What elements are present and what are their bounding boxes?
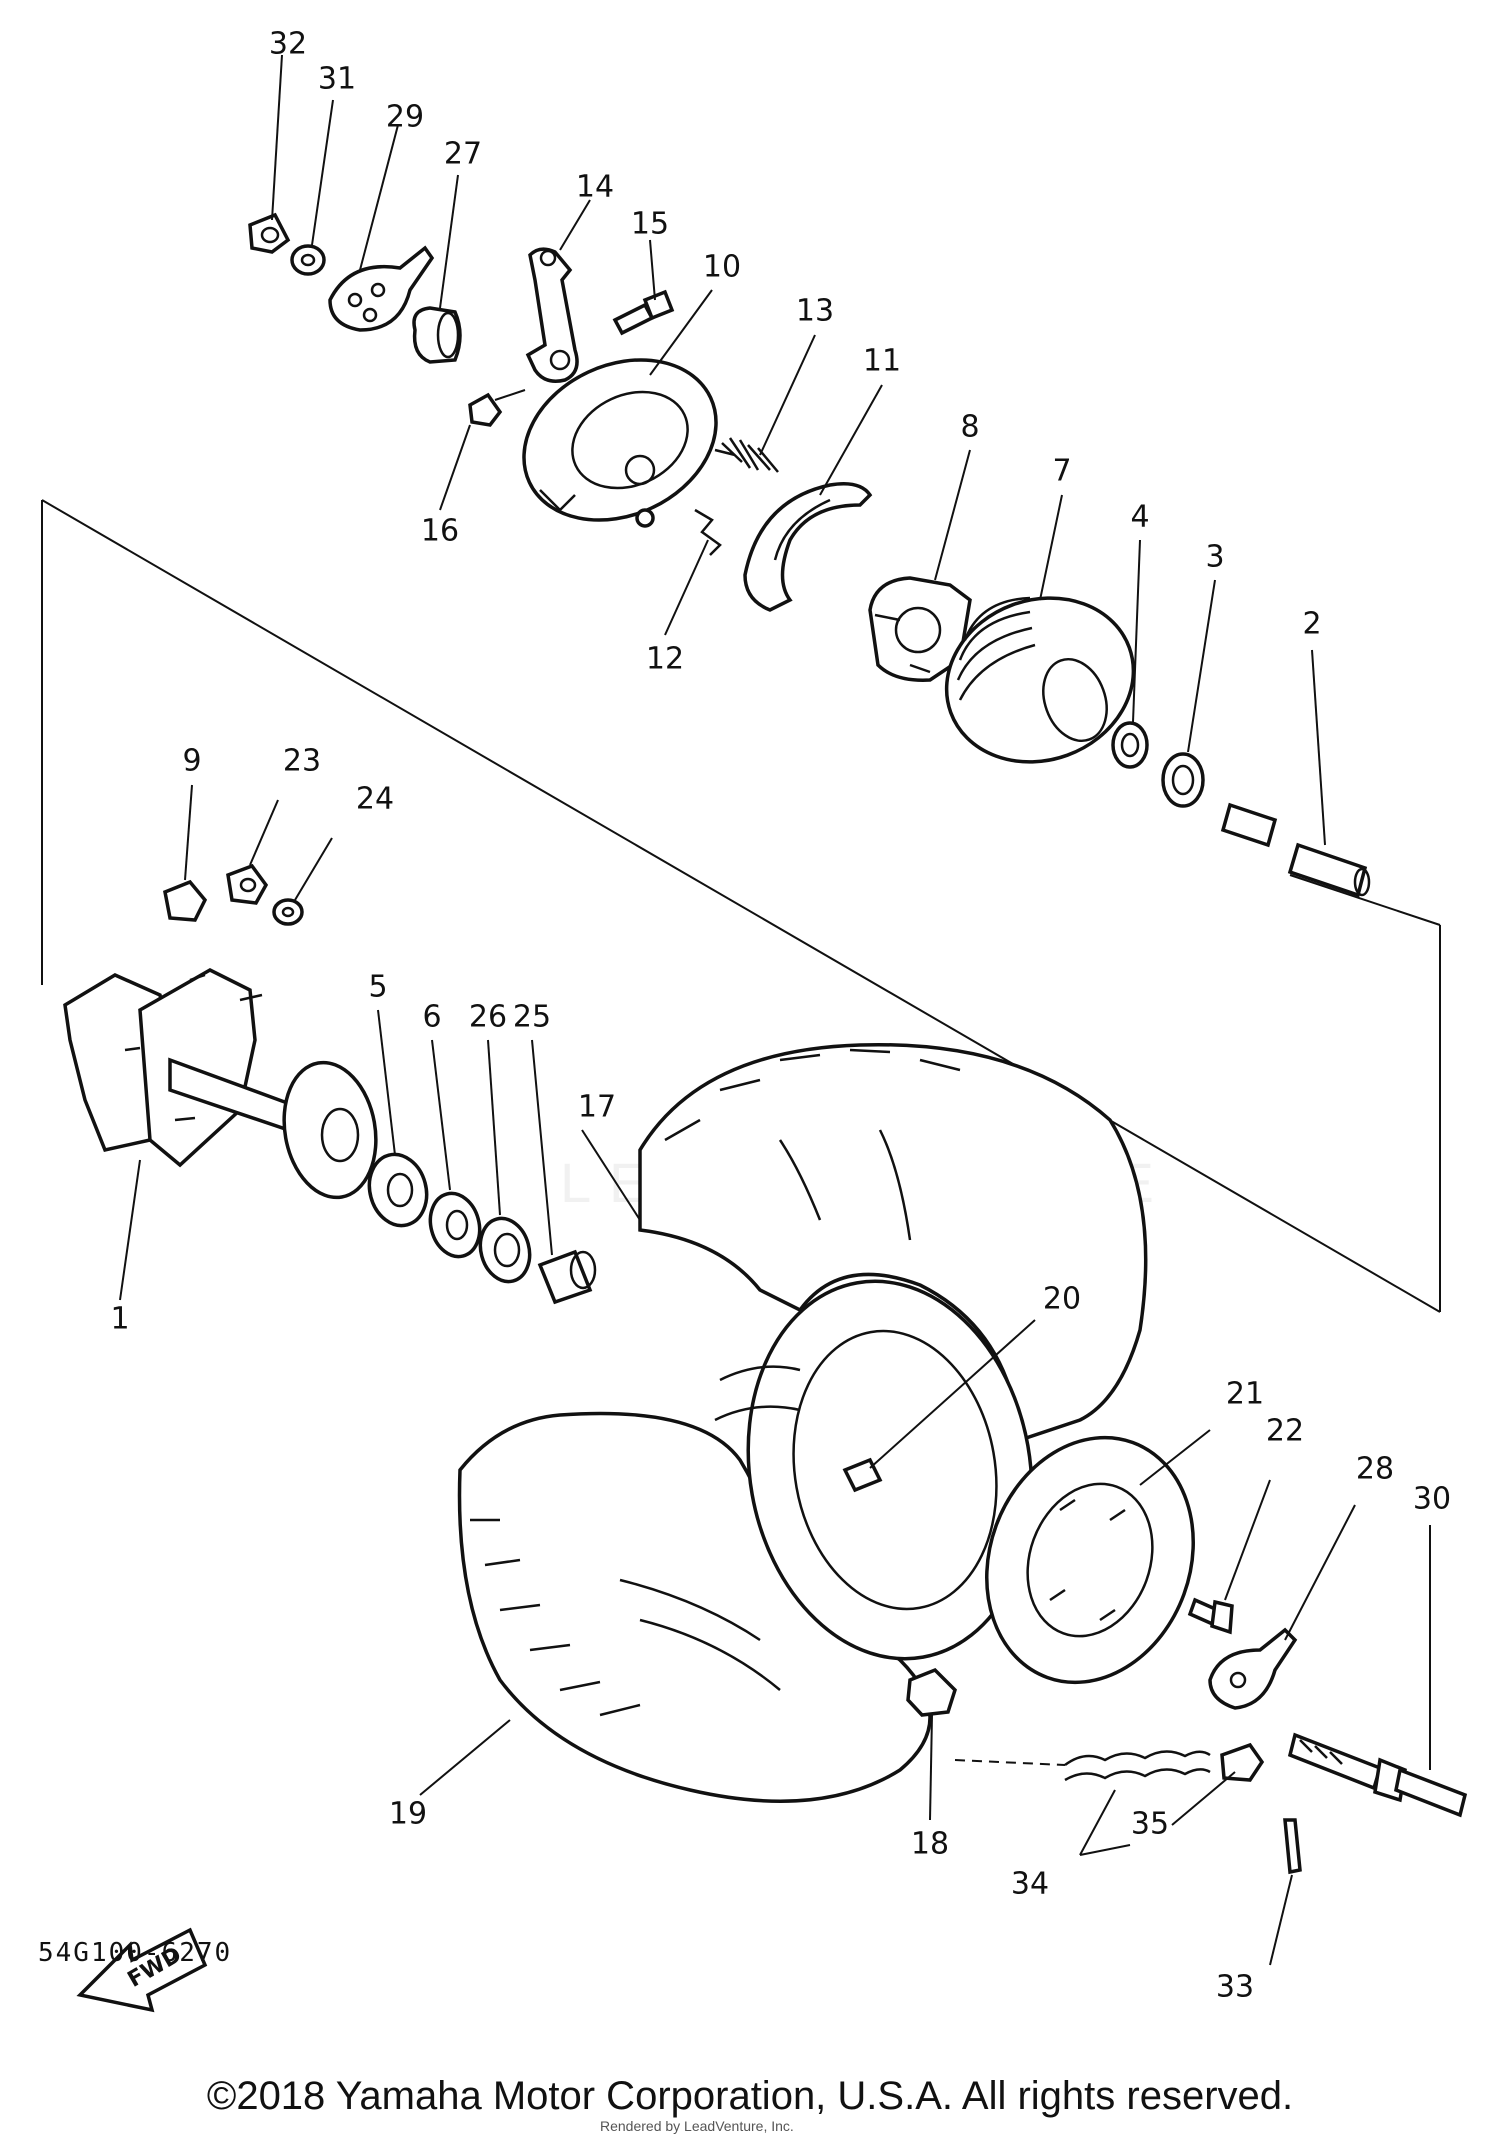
part-5-bearing bbox=[367, 1152, 429, 1228]
callout-3: 3 bbox=[1205, 540, 1224, 575]
part-14-brake-lever bbox=[525, 247, 579, 383]
part-9-nut bbox=[163, 879, 208, 922]
callout-7: 7 bbox=[1052, 454, 1071, 489]
part-6-oil-seal bbox=[428, 1191, 482, 1259]
callout-34: 34 bbox=[1011, 1867, 1049, 1902]
callout-10: 10 bbox=[703, 250, 741, 285]
part-2-spacer bbox=[1220, 802, 1371, 898]
part-18-nut bbox=[906, 1667, 957, 1717]
callout-17: 17 bbox=[578, 1090, 616, 1125]
callout-14: 14 bbox=[576, 170, 614, 205]
callout-8: 8 bbox=[960, 410, 979, 445]
callout-23: 23 bbox=[283, 744, 321, 779]
callout-4: 4 bbox=[1130, 500, 1149, 535]
callout-24: 24 bbox=[356, 782, 394, 817]
callout-31: 31 bbox=[318, 62, 356, 97]
part-10-brake-panel bbox=[522, 358, 718, 528]
callout-22: 22 bbox=[1266, 1414, 1304, 1449]
callout-20: 20 bbox=[1043, 1282, 1081, 1317]
callout-29: 29 bbox=[386, 100, 424, 135]
callout-18: 18 bbox=[911, 1827, 949, 1862]
part-11-brake-shoe bbox=[743, 482, 873, 612]
part-12-spring-clip bbox=[694, 508, 722, 556]
part-13-spring bbox=[714, 437, 779, 473]
part-17-tire-upper bbox=[638, 1042, 1148, 1443]
part-35-master-link bbox=[1220, 1742, 1265, 1782]
callout-28: 28 bbox=[1356, 1452, 1394, 1487]
part-21-sprocket bbox=[985, 1435, 1195, 1685]
callout-25: 25 bbox=[513, 1000, 551, 1035]
part-1-axle-hub bbox=[63, 968, 378, 1200]
part-32-nut bbox=[248, 212, 291, 254]
part-7-brake-drum bbox=[944, 596, 1136, 764]
callout-5: 5 bbox=[368, 970, 387, 1005]
part-33-cotter-pin bbox=[1283, 1818, 1302, 1875]
callout-9: 9 bbox=[182, 744, 201, 779]
part-22-bolt bbox=[1187, 1597, 1234, 1635]
part-23-nut bbox=[226, 863, 269, 905]
part-24-washer bbox=[272, 898, 304, 926]
render-credit: Rendered by LeadVenture, Inc. bbox=[600, 2118, 794, 2134]
callout-1: 1 bbox=[110, 1302, 129, 1337]
part-16-nut bbox=[468, 389, 526, 427]
callout-33: 33 bbox=[1216, 1970, 1254, 2005]
part-26-washer bbox=[478, 1216, 532, 1284]
part-29-chain-adjuster bbox=[328, 245, 435, 332]
callout-19: 19 bbox=[389, 1797, 427, 1832]
part-30-axle-bolt bbox=[1287, 1732, 1468, 1818]
part-27-collar bbox=[412, 306, 462, 364]
callout-2: 2 bbox=[1302, 607, 1321, 642]
callout-32: 32 bbox=[269, 27, 307, 62]
part-8-hub-plate bbox=[868, 576, 972, 682]
callout-11: 11 bbox=[863, 344, 901, 379]
callout-26: 26 bbox=[469, 1000, 507, 1035]
assembly-frame-lines bbox=[41, 499, 1441, 1766]
callout-21: 21 bbox=[1226, 1377, 1264, 1412]
callout-15: 15 bbox=[631, 207, 669, 242]
part-15-bolt bbox=[612, 289, 675, 336]
callout-numbers: 1 2 3 4 5 6 7 8 9 10 11 12 13 14 15 16 1… bbox=[110, 27, 1451, 2005]
part-3-bearing bbox=[1161, 752, 1205, 808]
callout-12: 12 bbox=[646, 642, 684, 677]
callout-13: 13 bbox=[796, 294, 834, 329]
part-25-collar bbox=[537, 1249, 597, 1305]
leader-lines bbox=[119, 54, 1431, 1966]
part-4-oil-seal bbox=[1111, 721, 1149, 769]
callout-16: 16 bbox=[421, 514, 459, 549]
diagram-code: 54G100-6270 bbox=[38, 1938, 233, 1968]
part-31-washer bbox=[290, 244, 326, 276]
callout-27: 27 bbox=[444, 137, 482, 172]
part-34-drive-chain bbox=[1064, 1750, 1211, 1782]
wheel-rim bbox=[714, 1279, 1034, 1661]
callout-30: 30 bbox=[1413, 1482, 1451, 1517]
part-28-chain-adjuster bbox=[1208, 1627, 1298, 1710]
callout-6: 6 bbox=[422, 1000, 441, 1035]
callout-35: 35 bbox=[1131, 1807, 1169, 1842]
copyright-notice: ©2018 Yamaha Motor Corporation, U.S.A. A… bbox=[206, 2074, 1294, 2118]
